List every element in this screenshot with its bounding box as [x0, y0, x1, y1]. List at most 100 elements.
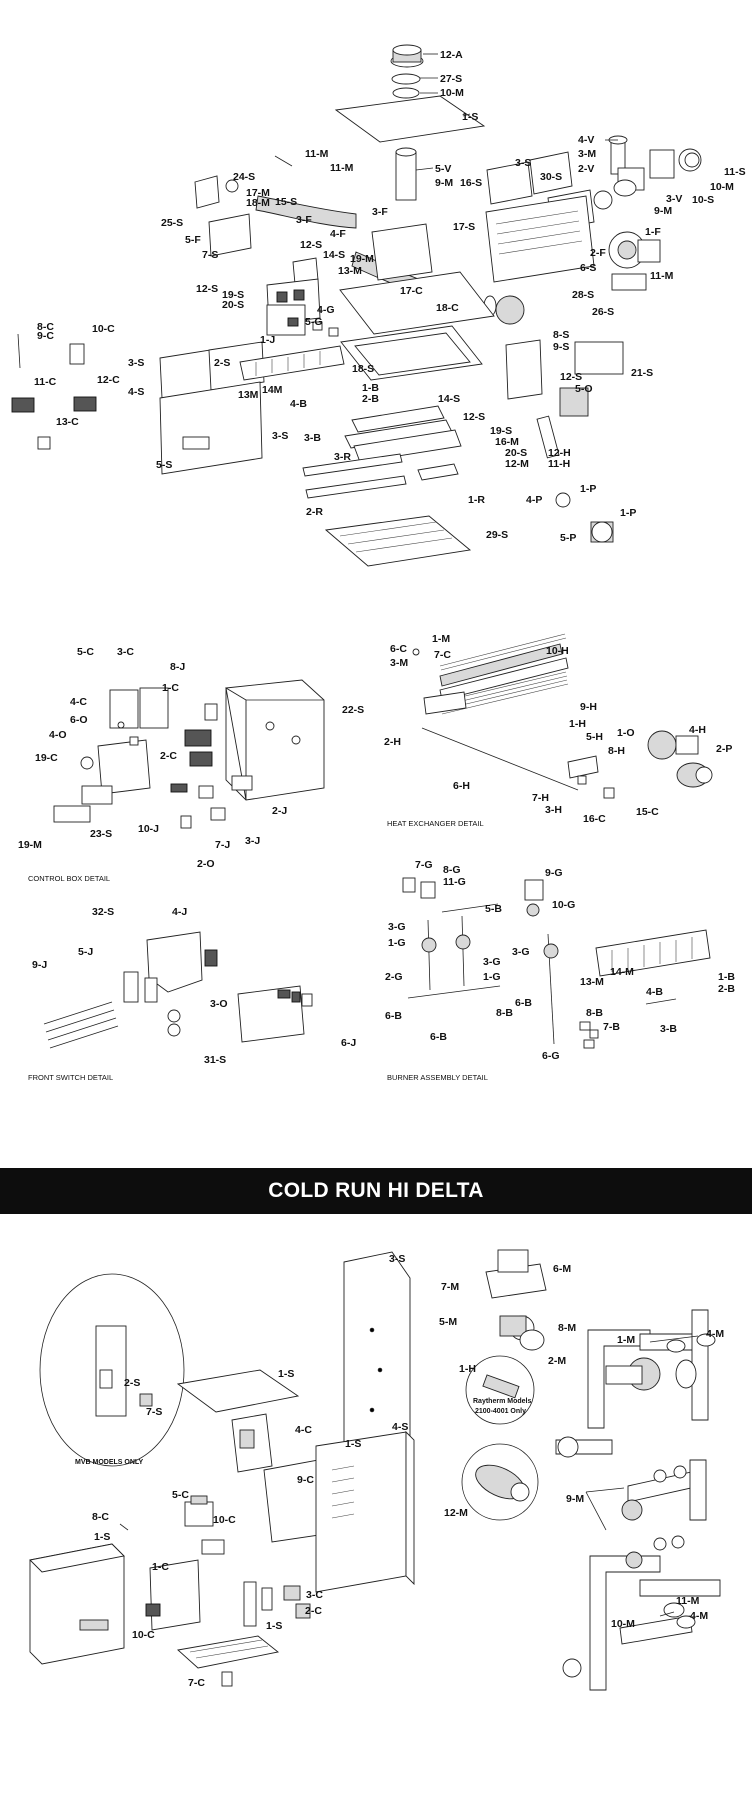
callout-12-S-c: 12-S: [560, 371, 582, 383]
callout-17-C: 17-C: [400, 285, 423, 297]
callout-1-O: 1-O: [617, 727, 635, 739]
callout-11-G: 11-G: [443, 876, 466, 888]
callout-4-G: 4-G: [317, 304, 335, 316]
callout-cr-10-M: 10-M: [611, 1618, 635, 1630]
callout-2-F: 2-F: [590, 247, 606, 259]
callout-4-J: 4-J: [172, 906, 187, 918]
main-exploded-view: [11, 44, 702, 567]
callout-cr-5-C: 5-C: [172, 1489, 189, 1501]
callout-10-C: 10-C: [92, 323, 115, 335]
callout-3-G-c: 3-G: [512, 946, 530, 958]
callout-cr-2-M: 2-M: [548, 1355, 566, 1367]
callout-cr-7-S: 7-S: [146, 1406, 162, 1418]
callout-7-B: 7-B: [603, 1021, 620, 1033]
callout-1-H: 1-H: [569, 718, 586, 730]
callout-12-S: 12-S: [300, 239, 322, 251]
callout-20-S-b: 20-S: [505, 447, 527, 459]
callout-4-C: 4-C: [70, 696, 87, 708]
callout-1-P: 1-P: [580, 483, 596, 495]
callout-1-S: 1-S: [462, 111, 478, 123]
section-title: COLD RUN HI DELTA: [268, 1179, 484, 1202]
callout-4-H: 4-H: [689, 724, 706, 736]
caption-control-box: CONTROL BOX DETAIL: [28, 874, 110, 883]
callout-cr-10-C-b: 10-C: [132, 1629, 155, 1641]
callout-3-S-c: 3-S: [272, 430, 288, 442]
callout-1-P-b: 1-P: [620, 507, 636, 519]
callout-3-H: 3-H: [545, 804, 562, 816]
callout-cr-1-M: 1-M: [617, 1334, 635, 1346]
callout-5-J: 5-J: [78, 946, 93, 958]
front-switch-detail: 32-S 4-J 5-J 9-J 3-O 31-S 6-J FRONT SWIT…: [28, 906, 356, 1082]
callout-27-S: 27-S: [440, 73, 462, 85]
callout-9-G: 9-G: [545, 867, 563, 879]
caption-heat-exchanger: HEAT EXCHANGER DETAIL: [387, 819, 484, 828]
callout-14-S: 14-S: [323, 249, 345, 261]
callout-8-G: 8-G: [443, 864, 461, 876]
callout-cr-11-M: 11-M: [676, 1595, 700, 1607]
callout-cr-4-S: 4-S: [392, 1421, 408, 1433]
callout-cr-1-H: 1-H: [459, 1363, 476, 1375]
callout-7-J: 7-J: [215, 839, 230, 851]
callout-cr-2-S: 2-S: [124, 1377, 140, 1389]
callout-cr-1-S-grid: 1-S: [266, 1620, 282, 1632]
callout-cr-2-C: 2-C: [305, 1605, 322, 1617]
callout-7-H: 7-H: [532, 792, 549, 804]
callout-1-B: 1-B: [362, 382, 379, 394]
callout-5-H: 5-H: [586, 731, 603, 743]
callout-12-C: 12-C: [97, 374, 120, 386]
callout-3-J: 3-J: [245, 835, 260, 847]
callout-4-F: 4-F: [330, 228, 346, 240]
callout-11-M: 11-M: [305, 148, 329, 160]
control-box-detail: 5-C 3-C 8-J 1-C 22-S 4-C 6-O 4-O 19-C 2-…: [18, 646, 364, 883]
callout-1-G: 1-G: [388, 937, 406, 949]
callout-5-P: 5-P: [560, 532, 576, 544]
callout-10-M-right: 10-M: [710, 181, 734, 193]
callout-cr-7-C: 7-C: [188, 1677, 205, 1689]
callout-cr-10-C: 10-C: [213, 1514, 236, 1526]
callout-18-S: 18-S: [352, 363, 374, 375]
callout-cr-1-S-housing: 1-S: [345, 1438, 361, 1450]
callout-cr-1-S-jacket: 1-S: [94, 1531, 110, 1543]
heat-exchanger-detail: 6-C 1-M 3-M 7-C 10-H 9-H 1-H 5-H 1-O 8-H…: [384, 633, 732, 828]
section-title-bar: COLD RUN HI DELTA: [0, 1168, 752, 1214]
callout-17-S: 17-S: [453, 221, 475, 233]
callout-15-S: 15-S: [275, 196, 297, 208]
callout-3-B-detail: 3-B: [660, 1023, 677, 1035]
callout-2-B-detail: 2-B: [718, 983, 735, 995]
callout-5-S: 5-S: [156, 459, 172, 471]
callout-18-C: 18-C: [436, 302, 459, 314]
callout-14-M-detail: 14-M: [610, 966, 634, 978]
callout-5-C: 5-C: [77, 646, 94, 658]
callout-3-O: 3-O: [210, 998, 228, 1010]
callout-3-S-b: 3-S: [128, 357, 144, 369]
callout-13-C: 13-C: [56, 416, 79, 428]
callout-9-H: 9-H: [580, 701, 597, 713]
callout-19-S-b: 19-S: [490, 425, 512, 437]
callout-cr-9-M: 9-M: [566, 1493, 584, 1505]
callout-2-C: 2-C: [160, 750, 177, 762]
callout-8-J: 8-J: [170, 661, 185, 673]
callout-2-O: 2-O: [197, 858, 215, 870]
callout-29-S: 29-S: [486, 529, 508, 541]
callout-3-M: 3-M: [390, 657, 408, 669]
inset-raytherm-line1: Raytherm Models: [473, 1398, 531, 1405]
callout-11-C: 11-C: [34, 376, 57, 388]
callout-2-P: 2-P: [716, 743, 732, 755]
callout-1-J: 1-J: [260, 334, 275, 346]
callout-6-B: 6-B: [385, 1010, 402, 1022]
callout-1-F: 1-F: [645, 226, 661, 238]
callout-2-J: 2-J: [272, 805, 287, 817]
callout-19-M: 19-M: [350, 253, 374, 265]
caption-burner-assembly: BURNER ASSEMBLY DETAIL: [387, 1073, 488, 1082]
callout-4-B-detail: 4-B: [646, 986, 663, 998]
callout-13-M-detail: 13-M: [580, 976, 604, 988]
callout-10-S: 10-S: [692, 194, 714, 206]
callout-cr-3-C: 3-C: [306, 1589, 323, 1601]
callout-10-H: 10-H: [546, 645, 569, 657]
callout-cr-1-C: 1-C: [152, 1561, 169, 1573]
callout-2-S: 2-S: [214, 357, 230, 369]
callout-cr-1-S-top: 1-S: [278, 1368, 294, 1380]
callout-4-B: 4-B: [290, 398, 307, 410]
callout-12-M: 12-M: [505, 458, 529, 470]
